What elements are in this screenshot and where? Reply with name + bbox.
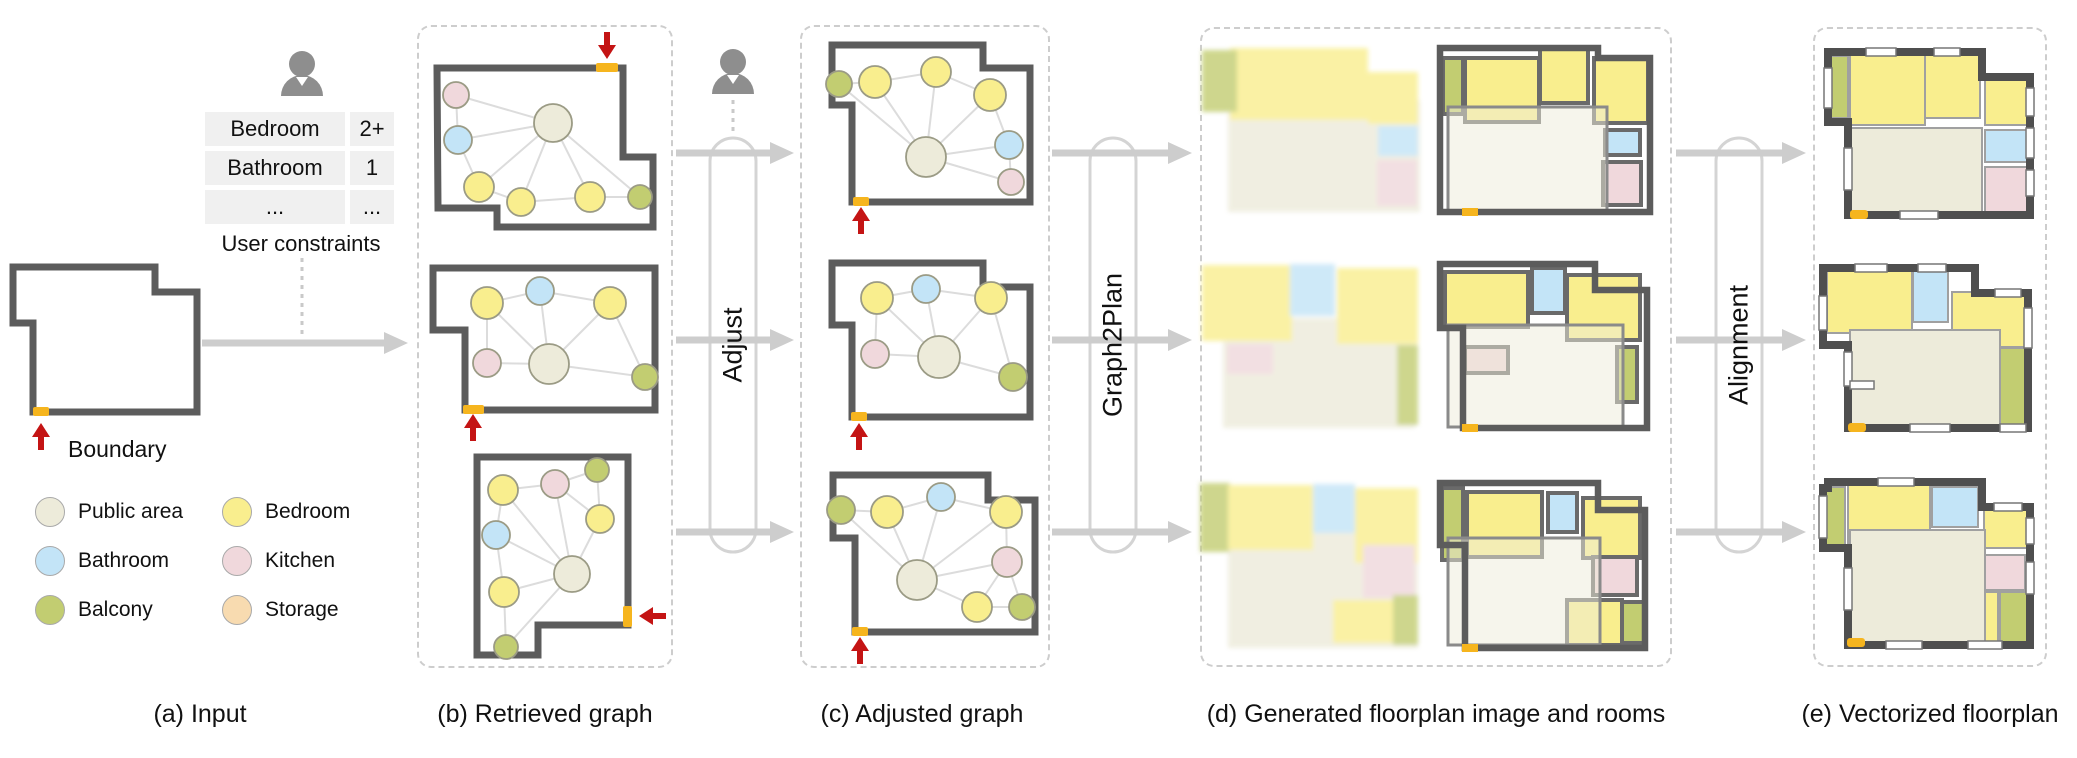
panel-retrieved-graph (417, 25, 673, 668)
constraints-row-label: Bedroom (205, 112, 345, 146)
panel-adjusted-graph (800, 25, 1050, 668)
legend-label-bedroom: Bedroom (265, 500, 351, 523)
legend-dot-bedroom (222, 497, 252, 527)
input-boundary (9, 263, 201, 450)
entrance-arrow-icon (32, 423, 50, 450)
legend-label-balcony: Balcony (78, 598, 153, 621)
legend-dot-bathroom (35, 546, 65, 576)
constraints-row-label: ... (205, 190, 345, 224)
alignment-pill-label: Alignment (1723, 284, 1754, 406)
graph2plan-pill-label: Graph2Plan (1097, 272, 1128, 418)
user-constraints-label: User constraints (221, 231, 381, 256)
adjust-pill-label: Adjust (717, 307, 748, 383)
constraints-row-value: 2+ (350, 112, 394, 146)
caption-adjusted-graph: (c) Adjusted graph (820, 700, 1024, 728)
caption-vectorized-floorplan: (e) Vectorized floorplan (1801, 700, 2059, 728)
legend-dot-storage (222, 595, 252, 625)
legend-dot-balcony (35, 595, 65, 625)
constraints-row-value: 1 (350, 151, 394, 185)
legend-dot-kitchen (222, 546, 252, 576)
panel-vectorized-floorplan (1813, 27, 2047, 667)
entrance-door (33, 407, 49, 416)
adjust-user-icon (712, 49, 754, 94)
legend-dot-public (35, 497, 65, 527)
legend-label-public: Public area (78, 500, 184, 523)
input-user-icon (281, 51, 323, 96)
caption-input: (a) Input (153, 700, 247, 728)
panel-generated-floorplan (1200, 27, 1672, 667)
legend-label-bathroom: Bathroom (78, 549, 170, 572)
legend-label-kitchen: Kitchen (265, 549, 336, 572)
legend-label-storage: Storage (265, 598, 339, 621)
constraints-row-value: ... (350, 190, 394, 224)
boundary-label: Boundary (68, 436, 167, 462)
constraints-row-label: Bathroom (205, 151, 345, 185)
caption-retrieved-graph: (b) Retrieved graph (437, 700, 653, 728)
caption-generated-floorplan: (d) Generated floorplan image and rooms (1206, 700, 1666, 728)
